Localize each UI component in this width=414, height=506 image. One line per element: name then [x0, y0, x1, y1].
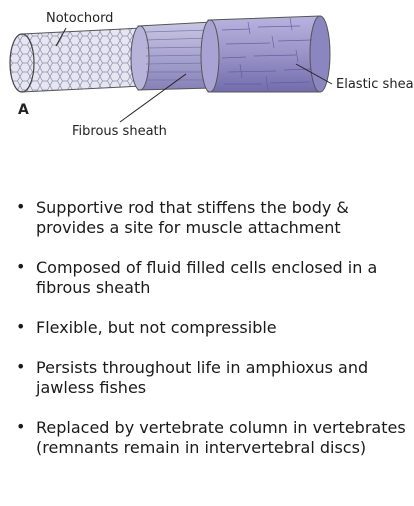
bullet-item: • Replaced by vertebrate column in verteb… [14, 417, 406, 458]
bullet-list: • Supportive rod that stiffens the body &… [14, 197, 406, 478]
bullet-text: Replaced by vertebrate column in vertebr… [36, 418, 406, 457]
fibrous-sheath [130, 21, 213, 91]
elastic-sheath [200, 15, 331, 93]
bullet-icon: • [16, 317, 26, 336]
panel-label: A [18, 102, 29, 118]
bullet-text: Composed of fluid filled cells enclosed … [36, 258, 378, 297]
bullet-item: • Flexible, but not compressible [14, 317, 406, 338]
bullet-item: • Composed of fluid filled cells enclosed… [14, 257, 406, 298]
bullet-icon: • [16, 417, 26, 436]
bullet-item: • Supportive rod that stiffens the body &… [14, 197, 406, 238]
leader-lines [55, 27, 333, 123]
notochord-label: Notochord [46, 11, 114, 26]
elastic-sheath-label: Elastic shea [336, 77, 414, 92]
bullet-text: Persists throughout life in amphioxus an… [36, 358, 369, 397]
bullet-icon: • [16, 357, 26, 376]
bullet-text: Supportive rod that stiffens the body & … [36, 198, 349, 237]
notochord-diagram: Notochord Elastic shea Fibrous sheath A [0, 0, 414, 150]
notochord-core [9, 27, 143, 93]
bullet-text: Flexible, but not compressible [36, 318, 277, 337]
bullet-icon: • [16, 197, 26, 216]
fibrous-sheath-label: Fibrous sheath [72, 124, 167, 139]
notochord-illustration [9, 15, 333, 123]
bullet-item: • Persists throughout life in amphioxus a… [14, 357, 406, 398]
bullet-icon: • [16, 257, 26, 276]
